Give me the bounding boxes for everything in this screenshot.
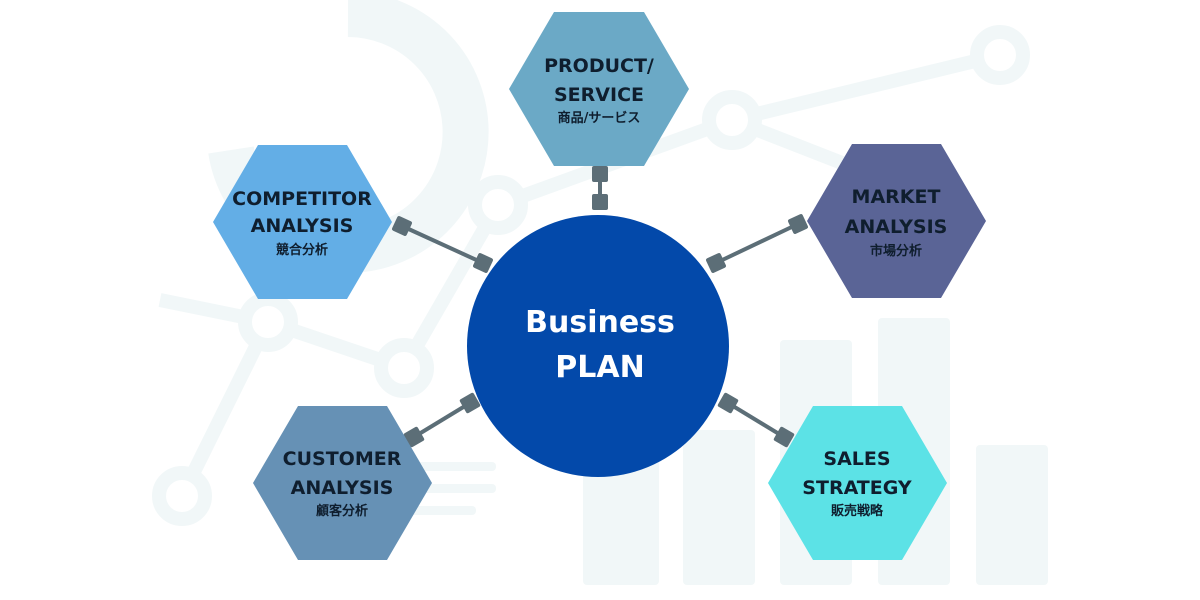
connector-competitor <box>392 216 493 273</box>
bg-line-point <box>374 338 434 398</box>
hexagon-product <box>509 12 689 166</box>
center-title-line1: Business <box>525 305 675 340</box>
node-competitor: COMPETITOR ANALYSIS 競合分析 <box>213 145 392 299</box>
node-customer-line2: ANALYSIS <box>291 477 394 499</box>
node-product-jp: 商品/サービス <box>558 110 641 126</box>
connectors <box>392 166 808 448</box>
bg-line-graph <box>175 48 1002 500</box>
bg-line-point <box>468 175 528 235</box>
center-node: Business PLAN <box>467 215 729 477</box>
hexagon-sales <box>768 406 947 560</box>
bg-bar <box>976 445 1048 585</box>
node-sales-jp: 販売戦略 <box>831 503 884 519</box>
center-title-line2: PLAN <box>555 350 644 385</box>
connector-customer <box>403 392 481 448</box>
bg-bar <box>683 430 755 585</box>
bg-line-point <box>152 466 212 526</box>
node-market-line2: ANALYSIS <box>845 216 948 238</box>
connector-product <box>592 166 608 210</box>
connector-sales <box>717 392 795 448</box>
node-product-line1: PRODUCT/ <box>544 55 654 77</box>
node-sales-line1: SALES <box>823 448 890 470</box>
node-sales: SALES STRATEGY 販売戦略 <box>768 406 947 560</box>
hexagon-market <box>807 144 986 298</box>
bg-line-point <box>970 25 1030 85</box>
node-competitor-line1: COMPETITOR <box>232 188 372 210</box>
node-market: MARKET ANALYSIS 市場分析 <box>807 144 986 298</box>
bg-line-point <box>238 292 298 352</box>
node-customer-jp: 顧客分析 <box>316 503 368 519</box>
node-competitor-line2: ANALYSIS <box>251 215 354 237</box>
node-market-jp: 市場分析 <box>870 243 922 259</box>
node-product-line2: SERVICE <box>554 84 644 106</box>
hexagon-customer <box>253 406 432 560</box>
node-sales-line2: STRATEGY <box>802 477 912 499</box>
node-market-line1: MARKET <box>852 186 941 208</box>
node-customer-line1: CUSTOMER <box>283 448 402 470</box>
bg-line-point <box>702 90 762 150</box>
center-circle <box>467 215 729 477</box>
node-product: PRODUCT/ SERVICE 商品/サービス <box>509 12 689 166</box>
hexagon-competitor <box>213 145 392 299</box>
connector-market <box>706 214 808 273</box>
node-competitor-jp: 競合分析 <box>276 242 328 258</box>
node-customer: CUSTOMER ANALYSIS 顧客分析 <box>253 406 432 560</box>
